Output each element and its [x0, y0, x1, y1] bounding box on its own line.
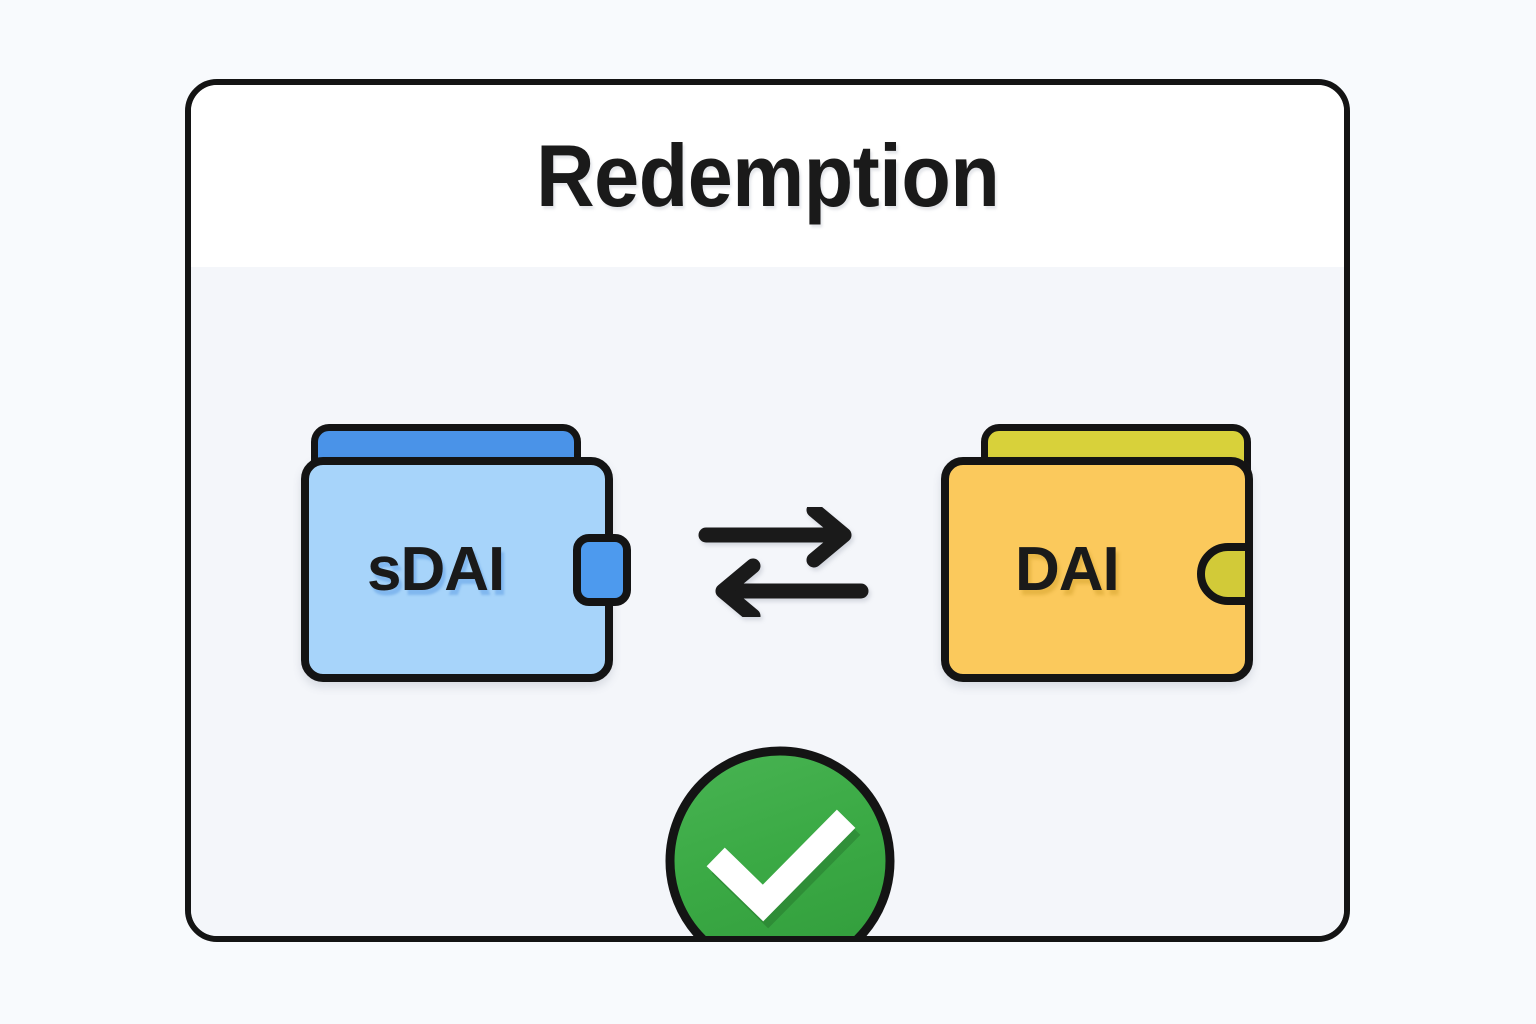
swap-arrows-icon: [696, 507, 871, 617]
wallet-dai-body: DAI: [941, 457, 1253, 682]
wallet-dai-clasp-icon: [1197, 543, 1245, 605]
card-header: Redemption: [191, 85, 1344, 267]
wallet-dai-label: DAI: [1015, 534, 1120, 604]
check-circle-icon: [661, 742, 899, 936]
page-title: Redemption: [535, 126, 1000, 225]
wallet-sdai-clasp-icon: [573, 534, 631, 606]
wallet-sdai-label: sDAI: [367, 534, 505, 604]
wallet-sdai-body: sDAI: [301, 457, 613, 682]
redemption-card: Redemption sDAI: [185, 79, 1350, 942]
wallet-sdai[interactable]: sDAI: [301, 424, 631, 684]
wallet-dai[interactable]: DAI: [941, 424, 1261, 684]
card-body: sDAI: [191, 267, 1344, 936]
